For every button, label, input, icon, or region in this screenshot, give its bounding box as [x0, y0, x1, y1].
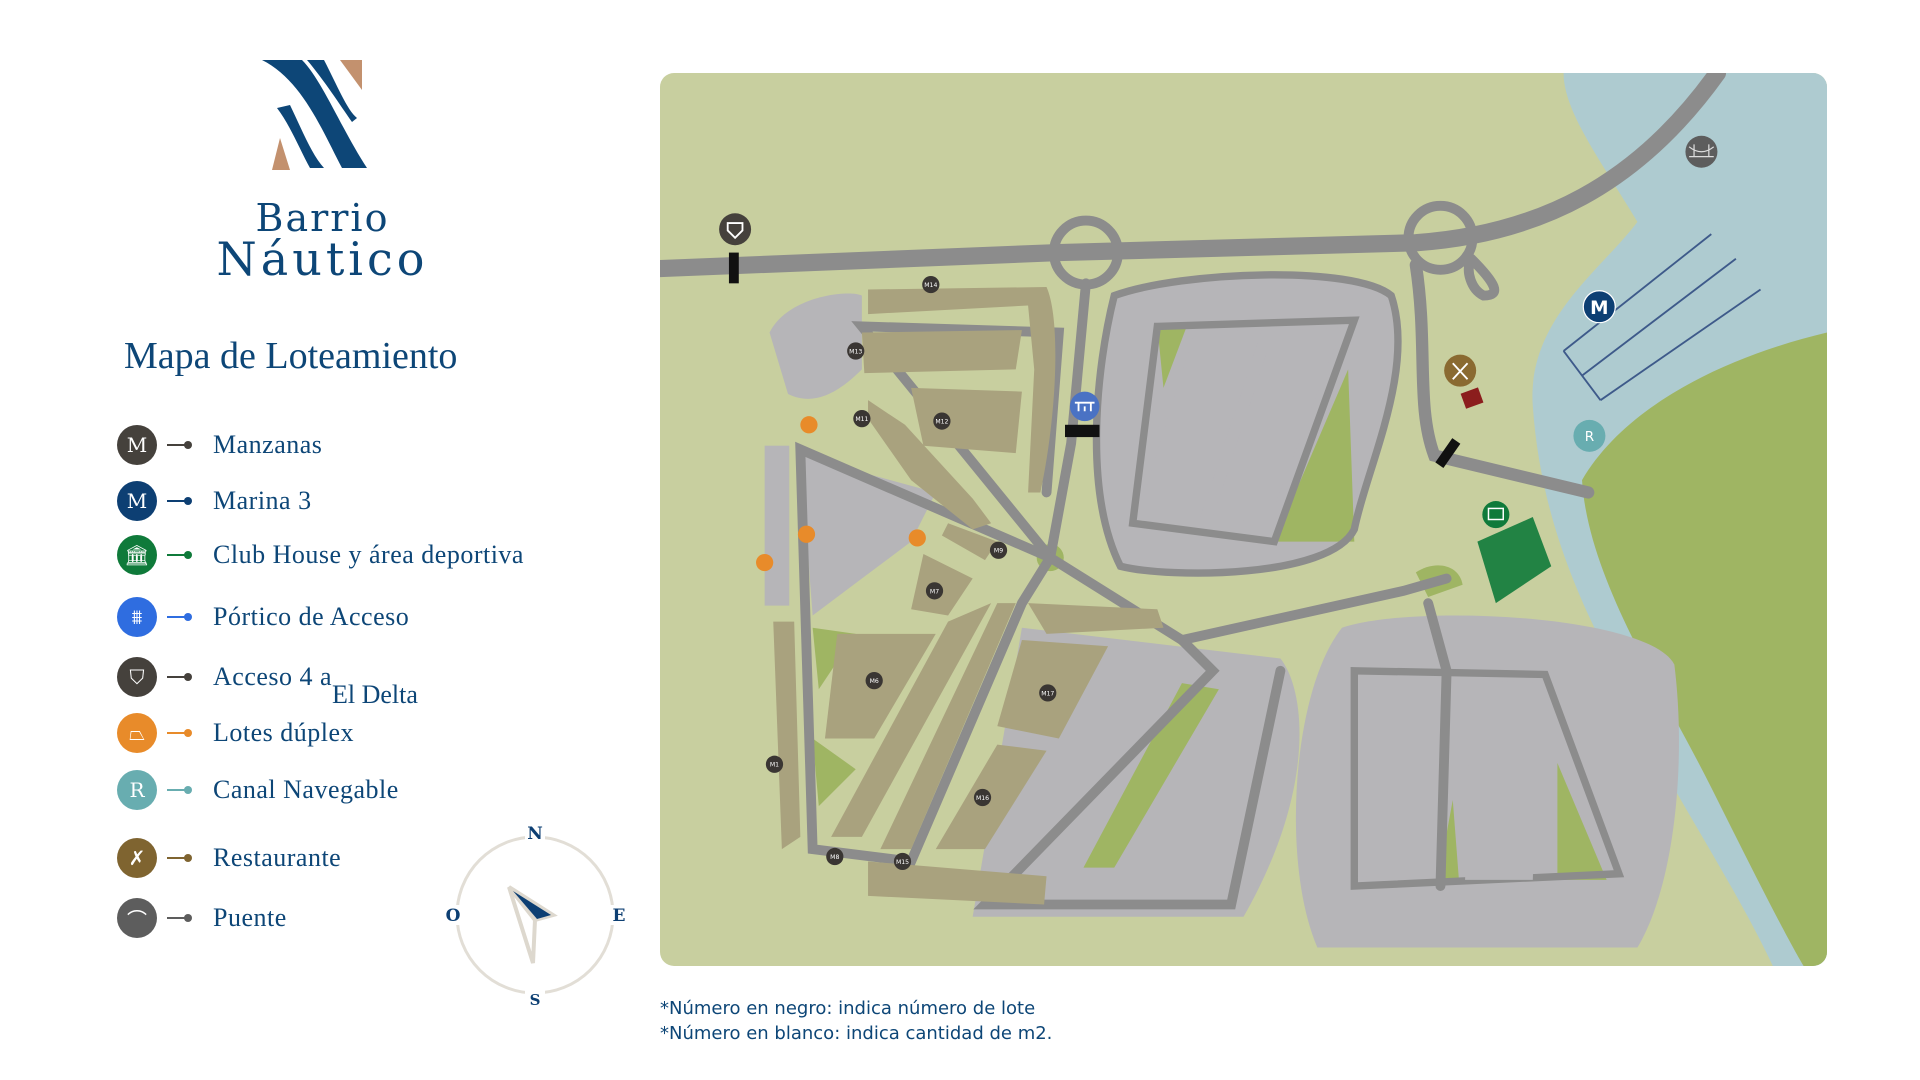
compass-n: N — [527, 824, 543, 844]
park-area — [1582, 332, 1827, 966]
roads — [660, 73, 1727, 910]
legend-item-duplex: ⏢ Lotes dúplex — [117, 713, 354, 753]
manzana-label: M7 — [930, 588, 939, 595]
manzana-label: M11 — [855, 416, 868, 423]
legend-label: Marina 3 — [213, 486, 312, 515]
legend-item-bridge: ⌒ Puente — [117, 898, 287, 938]
portico-barrier — [1065, 424, 1100, 438]
manzana-marker[interactable]: M8 — [826, 847, 844, 866]
manzana-label: M8 — [830, 854, 839, 861]
bridge-marker[interactable] — [1685, 135, 1718, 168]
legend-connector — [167, 441, 192, 449]
bridge-icon: ⌒ — [117, 898, 157, 938]
legend-label: Manzanas — [213, 430, 323, 459]
compass-w: O — [446, 906, 461, 926]
manzana-label: M15 — [896, 859, 909, 866]
legend-label: Acceso 4 a — [213, 662, 333, 691]
manzana-label: M9 — [994, 548, 1003, 555]
legend-connector — [167, 786, 192, 794]
lots — [773, 287, 1164, 905]
legend-connector — [167, 497, 192, 505]
marina-icon: M — [117, 481, 157, 521]
manzana-marker[interactable]: M13 — [847, 342, 865, 360]
marina-docks — [1562, 233, 1762, 401]
gate-barrier — [1435, 438, 1461, 468]
marina-marker[interactable]: M — [1582, 290, 1616, 324]
manzana-label: M13 — [849, 348, 862, 355]
legend-item-shield: ⛉ Acceso 4 a — [117, 657, 332, 697]
club-house-courts — [1477, 517, 1552, 604]
legend-item-portico: ⩩ Pórtico de Acceso — [117, 597, 409, 637]
svg-text:R: R — [1585, 429, 1594, 445]
manzana-marker[interactable]: M16 — [973, 788, 992, 807]
manzana-icon: M — [117, 425, 157, 465]
legend-label: Canal Navegable — [213, 775, 399, 804]
manzana-label: M6 — [870, 678, 879, 685]
manzana-marker[interactable]: M14 — [922, 275, 940, 294]
footnote-white-number: *Número en blanco: indica cantidad de m2… — [660, 1023, 1053, 1044]
manzana-marker[interactable]: M6 — [865, 672, 883, 690]
manzana-label: M17 — [1041, 690, 1054, 697]
legend-label: Club House y área deportiva — [213, 540, 524, 569]
legend-connector — [167, 854, 192, 862]
legend-connector — [167, 673, 192, 681]
restaurant-building — [1460, 387, 1484, 409]
legend-item-manzana: M Manzanas — [117, 425, 322, 465]
legend-connector — [167, 613, 192, 621]
manzana-label: M16 — [976, 795, 989, 802]
legend-connector — [167, 914, 192, 922]
svg-text:M: M — [1590, 298, 1608, 319]
brand-name-line1: Barrio — [255, 196, 390, 240]
restaurant-icon: ✗ — [117, 838, 157, 878]
canal-icon: R — [117, 770, 157, 810]
portico-icon: ⩩ — [117, 597, 157, 637]
manzana-marker[interactable]: M11 — [853, 410, 871, 428]
duplex-icon: ⏢ — [117, 713, 157, 753]
barrio-nautico-logo — [262, 60, 367, 170]
legend-label: Pórtico de Acceso — [213, 602, 410, 631]
manzana-marker[interactable]: M17 — [1039, 684, 1057, 702]
manzana-marker[interactable]: M12 — [933, 412, 951, 430]
compass-s: S — [530, 991, 541, 1009]
club-house-marker[interactable] — [1482, 501, 1510, 529]
restaurant-marker[interactable] — [1444, 354, 1477, 387]
acceso-marker[interactable] — [719, 213, 752, 246]
portico-marker[interactable] — [1069, 391, 1100, 422]
manzana-marker[interactable]: M7 — [925, 582, 944, 600]
manzana-marker[interactable]: M1 — [765, 755, 784, 773]
green-areas — [812, 322, 1607, 880]
legend-label: Puente — [213, 903, 287, 932]
compass-rose: N S E O — [446, 824, 626, 1009]
manzana-label: M12 — [935, 419, 948, 426]
manzana-marker[interactable]: M9 — [989, 541, 1008, 559]
club-house-icon: 🏛 — [117, 535, 157, 575]
manzana-label: M14 — [924, 282, 937, 289]
manzana-label: M1 — [770, 762, 779, 769]
legend-item-club-house: 🏛 Club House y área deportiva — [117, 535, 524, 575]
footnote-black-number: *Número en negro: indica número de lote — [660, 998, 1036, 1019]
legend-label: Lotes dúplex — [213, 718, 355, 747]
legend-item-marina: M Marina 3 — [117, 481, 312, 521]
legend-label: Restaurante — [213, 843, 342, 872]
shield-icon: ⛉ — [117, 657, 157, 697]
gate-barrier — [728, 252, 739, 284]
legend-connector — [167, 729, 192, 737]
legend-label-el-delta: El Delta — [332, 680, 418, 709]
page-title: Mapa de Loteamiento — [124, 335, 458, 377]
legend-item-restaurant: ✗ Restaurante — [117, 838, 341, 878]
brand-name-line2: Náutico — [216, 232, 429, 286]
inner-blocks — [1138, 327, 1539, 880]
legend-connector — [167, 551, 192, 559]
manzana-marker[interactable]: M15 — [893, 852, 912, 871]
compass-e: E — [613, 906, 626, 926]
legend-item-canal: R Canal Navegable — [117, 770, 399, 810]
canal-marker[interactable]: R — [1573, 419, 1606, 452]
duplex-markers[interactable] — [756, 416, 926, 572]
